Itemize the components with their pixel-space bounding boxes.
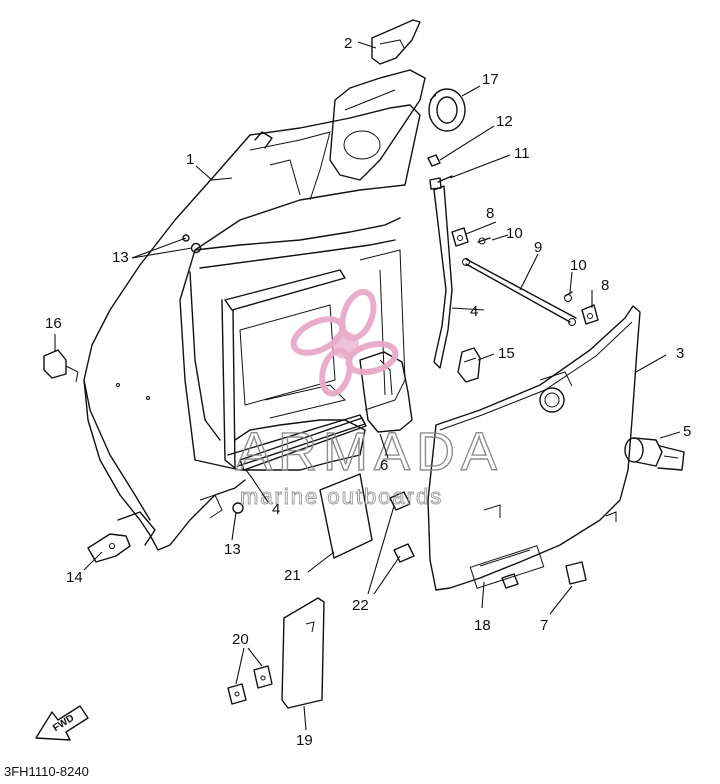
part-2-top-bracket (371, 19, 421, 65)
watermark: ARMADA marine outboards (235, 288, 503, 510)
callout-1: 1 (186, 151, 194, 168)
callout-14: 14 (66, 569, 83, 586)
callout-8-upper: 8 (486, 205, 494, 222)
callout-13-upper: 13 (112, 249, 129, 266)
upper-cowl-bracket (329, 69, 426, 181)
callout-10-upper: 10 (506, 225, 523, 242)
callout-22: 22 (352, 597, 369, 614)
callout-3: 3 (676, 345, 684, 362)
callout-7: 7 (540, 617, 548, 634)
part-20-clip-left (227, 683, 247, 705)
part-3-outer-cover (427, 305, 641, 591)
part-13-fastener-lower (232, 502, 244, 514)
callout-labels: 2 1 3 4 4 5 6 7 8 8 9 10 10 11 12 13 13 … (45, 35, 691, 749)
callout-6: 6 (380, 457, 388, 474)
callout-11: 11 (514, 145, 530, 162)
part-8-clip-upper (451, 227, 469, 247)
part-18-pad (501, 573, 519, 589)
forward-direction-arrow: FWD (35, 705, 89, 741)
callout-16: 16 (45, 315, 62, 332)
callout-10-lower: 10 (570, 257, 587, 274)
callout-13-lower: 13 (224, 541, 241, 558)
part-7-cap (565, 561, 587, 585)
part-10-screw-lower (564, 291, 573, 302)
part-22-pad-lower (393, 543, 415, 563)
callout-20: 20 (232, 631, 249, 648)
part-15-hinge (457, 347, 481, 383)
part-19-plate (281, 597, 325, 709)
callout-18: 18 (474, 617, 491, 634)
part-20-clip-right (253, 665, 273, 689)
part-11-bolt (429, 175, 453, 190)
part-9-rod (462, 258, 577, 326)
part-21-pad (319, 473, 373, 559)
callout-21: 21 (284, 567, 301, 584)
part-12-collar (427, 154, 441, 167)
watermark-propeller-logo (290, 288, 399, 397)
part-14-latch (87, 533, 131, 563)
callout-5: 5 (683, 423, 691, 440)
callout-8-lower: 8 (601, 277, 609, 294)
part-4-seal-strip-right (433, 185, 453, 369)
part-8-clip-lower (581, 304, 599, 325)
watermark-brand: ARMADA (236, 422, 503, 482)
part-5-key-lock (624, 437, 685, 471)
leader-lines (54, 41, 681, 731)
callout-9: 9 (534, 239, 542, 256)
part-16-clip (43, 349, 79, 383)
callout-2: 2 (344, 35, 352, 52)
part-17-grommet (428, 88, 466, 132)
part-10-screw-upper (477, 237, 491, 245)
callout-17: 17 (482, 71, 499, 88)
callout-15: 15 (498, 345, 515, 362)
callout-4-lower: 4 (272, 501, 280, 518)
callout-19: 19 (296, 732, 313, 749)
callout-12: 12 (496, 113, 513, 130)
part-4-seal-strip-lower (239, 417, 367, 471)
watermark-tagline: marine outboards (240, 484, 443, 509)
drawing-code: 3FH1110-8240 (4, 764, 89, 779)
callout-4-right: 4 (470, 303, 478, 320)
